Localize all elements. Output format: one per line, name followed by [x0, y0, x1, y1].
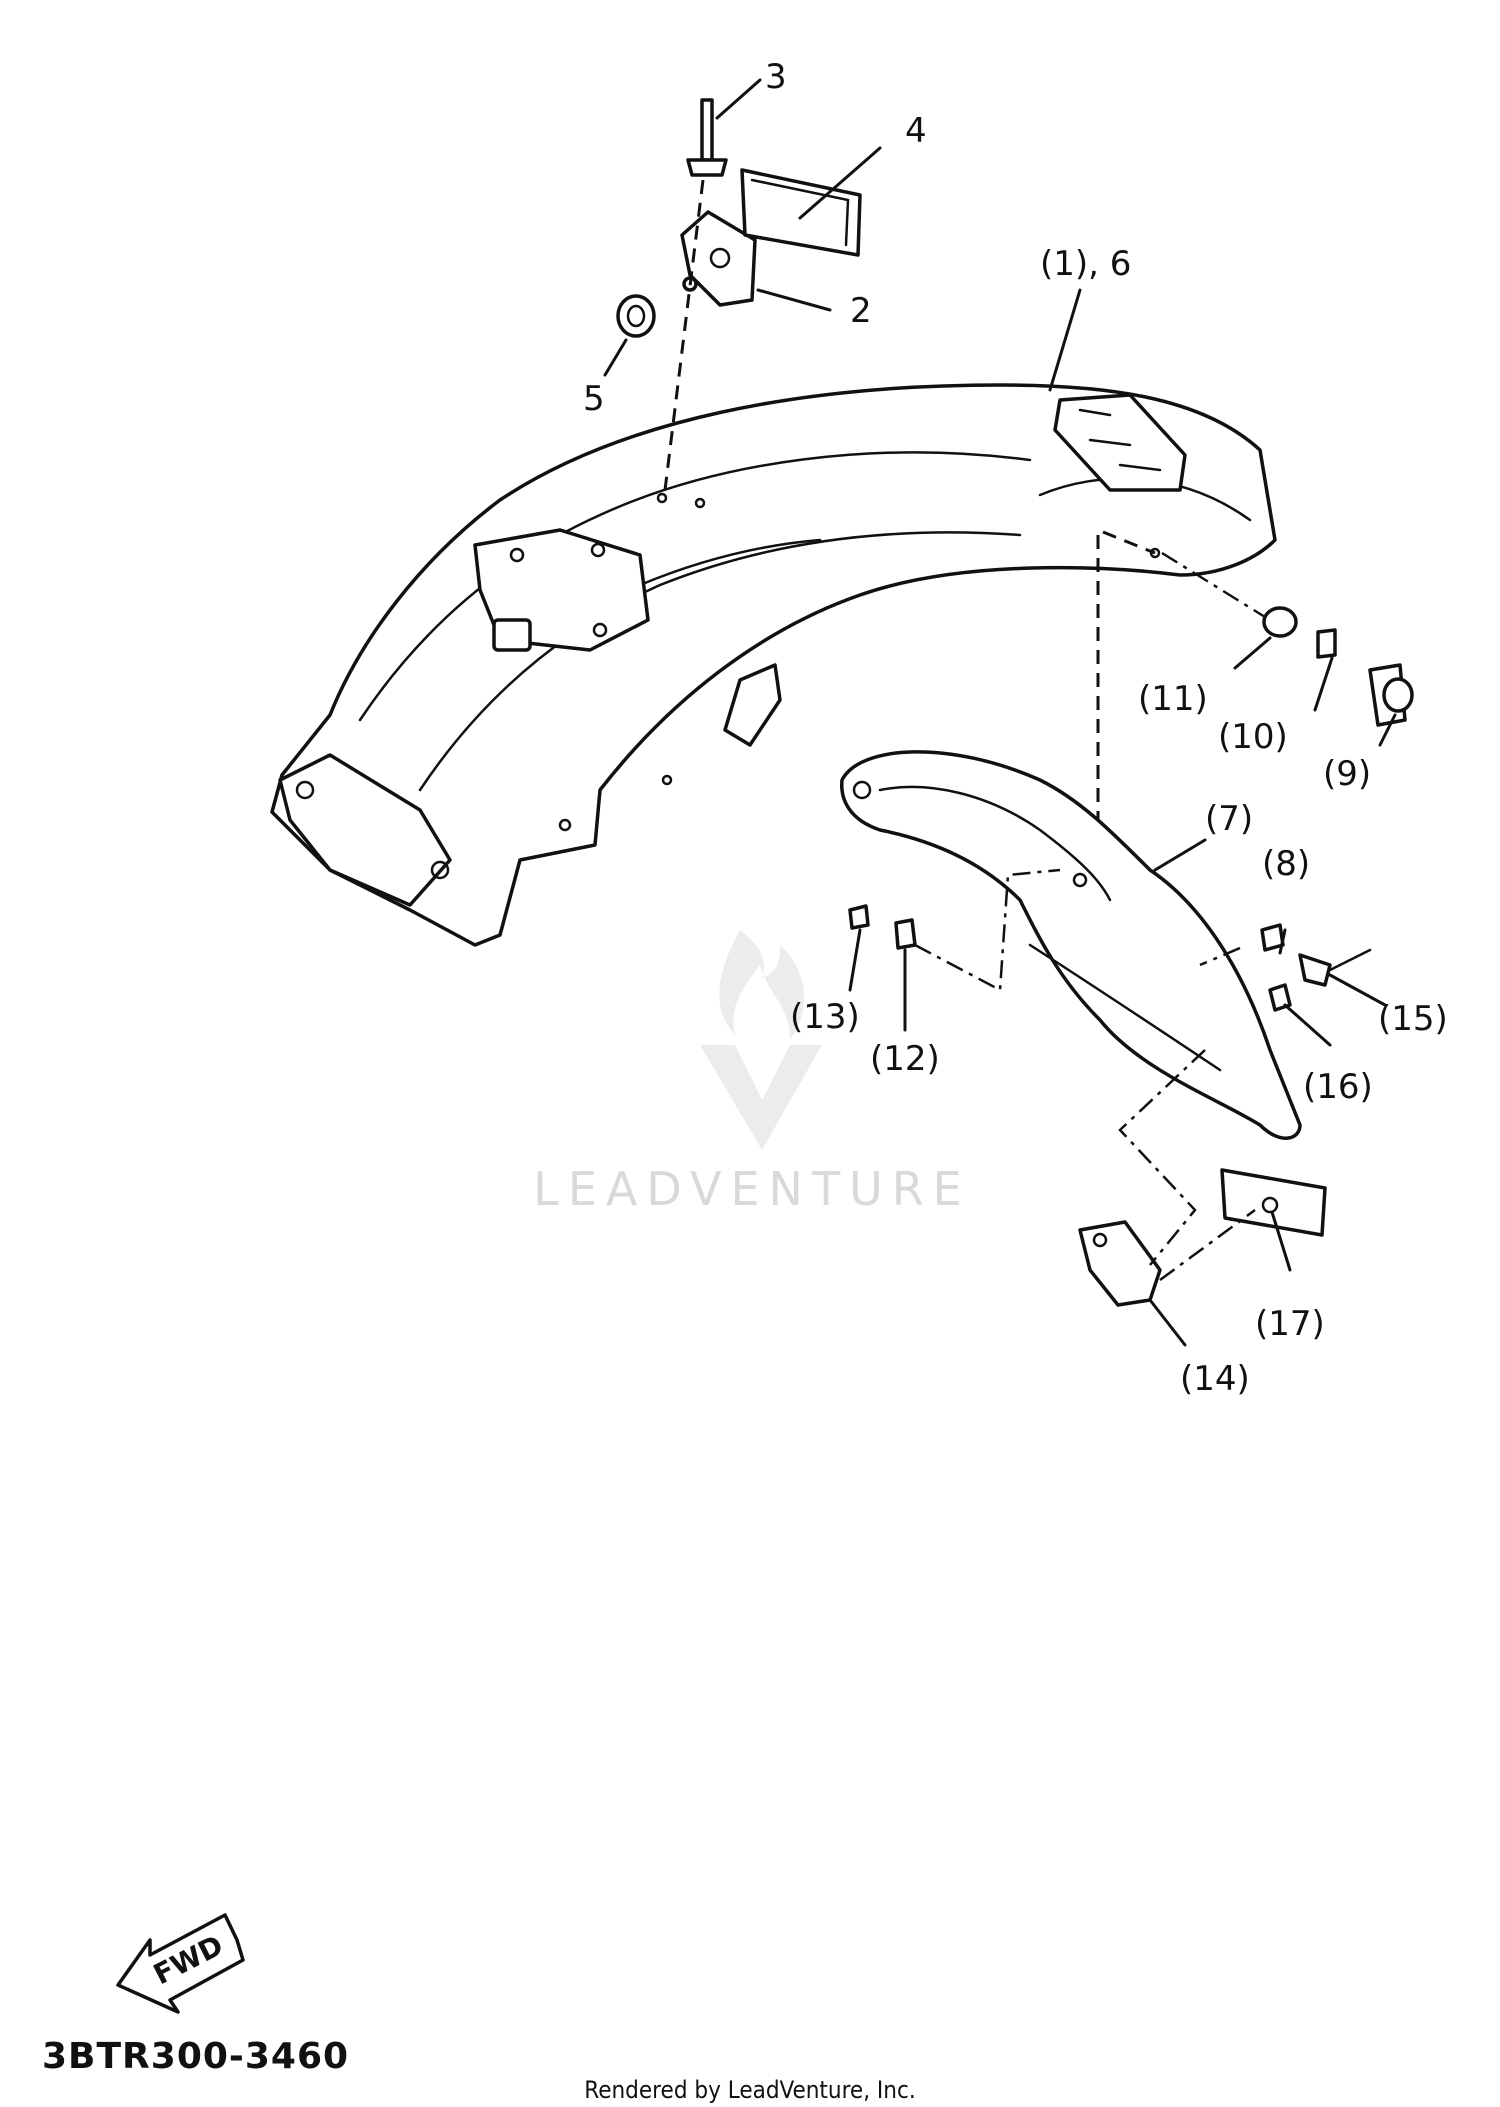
callout-2: 2: [850, 291, 872, 331]
rendered-by-text: Rendered by LeadVenture, Inc.: [584, 2076, 915, 2104]
callout-3: 3: [765, 57, 787, 97]
mud-flap: [840, 750, 1302, 1140]
callout-15: (15): [1378, 999, 1448, 1039]
diagram-code: 3BTR300-3460: [42, 2036, 349, 2077]
hardware: [848, 530, 1414, 1307]
callout-11: (11): [1138, 679, 1208, 719]
fwd-arrow: FWD: [116, 1913, 245, 2014]
callout-9: (9): [1323, 754, 1371, 794]
callout-7: (7): [1205, 799, 1253, 839]
watermark: LEADVENTURE: [533, 930, 971, 1216]
callout-14: (14): [1180, 1359, 1250, 1399]
callout-12: (12): [870, 1039, 940, 1079]
leader-lines: [603, 78, 1397, 1347]
fwd-arrow-icon: [116, 1913, 245, 2014]
callout-17: (17): [1255, 1304, 1325, 1344]
callout-labels: (1), 6 2 3 4 5 (7) (8) (9) (10) (11) (12…: [583, 57, 1448, 1399]
rear-fender: [270, 383, 1277, 947]
watermark-v-icon: [700, 1045, 822, 1150]
callout-16: (16): [1303, 1067, 1373, 1107]
callout-10: (10): [1218, 717, 1288, 757]
callout-5: 5: [583, 379, 605, 419]
watermark-flame-icon: [719, 930, 805, 1040]
callout-8: (8): [1262, 844, 1310, 884]
callout-1-6: (1), 6: [1040, 244, 1131, 284]
callout-4: 4: [905, 111, 927, 151]
watermark-text: LEADVENTURE: [533, 1162, 971, 1216]
callout-13: (13): [790, 997, 860, 1037]
